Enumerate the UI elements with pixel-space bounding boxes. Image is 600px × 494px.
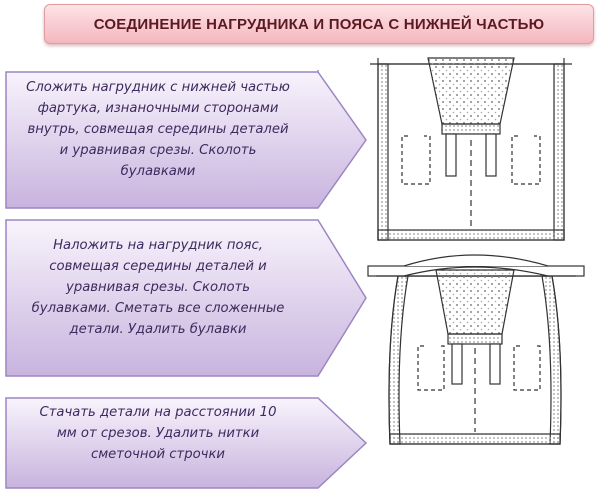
step-2-line-5: детали. Удалить булавки xyxy=(69,322,247,337)
step-1-line-3: внутрь, совмещая середины деталей xyxy=(27,122,289,137)
step-3-line-3: сметочной строчки xyxy=(90,447,225,462)
apron-diagram xyxy=(367,57,585,445)
step-1-line-4: и уравнивая срезы. Сколоть xyxy=(59,143,257,158)
step-1-line-5: булавками xyxy=(120,164,196,179)
drawing-step-1 xyxy=(370,57,572,241)
drawing-step-2 xyxy=(367,254,585,445)
step-3-arrow: Стачать детали на расстоянии 10 мм от ср… xyxy=(4,396,368,490)
page-title: СОЕДИНЕНИЕ НАГРУДНИКА И ПОЯСА С НИЖНЕЙ Ч… xyxy=(93,15,545,33)
step-3-line-1: Стачать детали на расстоянии 10 xyxy=(39,405,277,420)
step-2-arrow: Наложить на нагрудник пояс, совмещая сер… xyxy=(4,218,368,378)
arrow-shape xyxy=(5,70,367,209)
arrow-shape xyxy=(5,397,368,489)
step-2-line-2: совмещая середины деталей и xyxy=(49,259,267,274)
step-1-arrow: Сложить нагрудник с нижней частью фартук… xyxy=(4,70,368,210)
title-banner: СОЕДИНЕНИЕ НАГРУДНИКА И ПОЯСА С НИЖНЕЙ Ч… xyxy=(44,4,594,44)
step-2-line-1: Наложить на нагрудник пояс, xyxy=(53,238,263,253)
step-2-line-3: уравнивая срезы. Сколоть xyxy=(66,280,250,295)
step-2-line-4: булавками. Сметать все сложенные xyxy=(31,301,285,316)
step-1-line-2: фартука, изнаночными сторонами xyxy=(37,101,279,116)
step-1-line-1: Сложить нагрудник с нижней частью xyxy=(26,80,290,95)
arrow-shape xyxy=(5,219,367,377)
step-3-line-2: мм от срезов. Удалить нитки xyxy=(56,426,260,441)
